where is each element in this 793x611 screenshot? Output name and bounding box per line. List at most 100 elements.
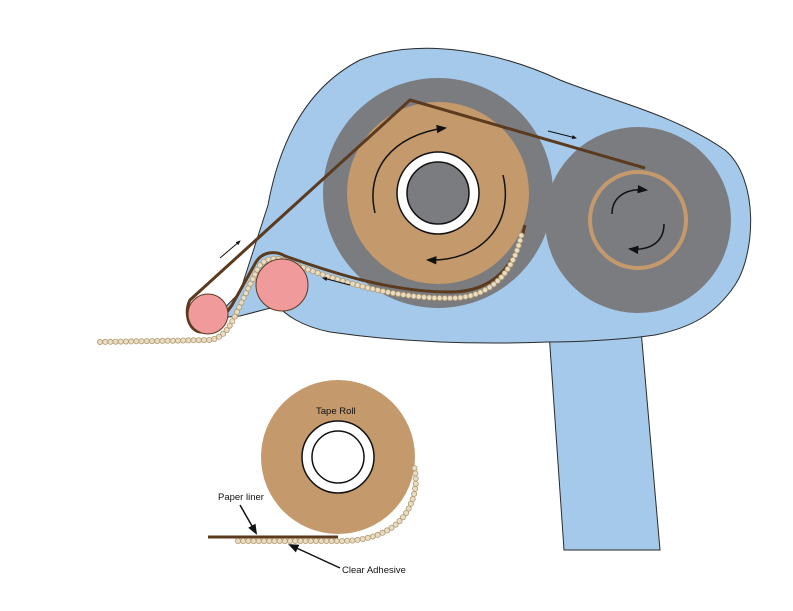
adhesive-bead [318,538,325,545]
adhesive-bead [223,326,230,333]
adhesive-bead [302,538,309,545]
adhesive-bead [462,293,469,300]
adhesive-bead [148,338,155,345]
adhesive-bead [512,252,519,259]
adhesive-bead [249,276,256,283]
adhesive-bead [415,293,422,300]
adhesive-bead [384,527,391,534]
adhesive-bead [180,337,187,344]
adhesive-bead [328,538,335,545]
direction-arrow-up-left [219,240,241,259]
adhesive-bead [344,537,351,544]
adhesive-bead [229,318,236,325]
adhesive-bead [374,531,381,538]
adhesive-bead [515,242,522,249]
adhesive-bead [517,237,524,244]
adhesive-bead [102,338,109,345]
adhesive-bead [211,335,218,342]
adhesive-bead [369,533,376,540]
adhesive-bead [333,538,340,545]
adhesive-bead [405,292,412,299]
adhesive-bead [446,295,453,302]
adhesive-bead [400,291,407,298]
adhesive-bead [467,292,474,299]
adhesive-bead [359,283,366,290]
clear-adhesive-pointer [288,544,341,569]
adhesive-bead [247,280,254,287]
adhesive-bead [396,518,403,525]
adhesive-bead [226,322,233,329]
adhesive-bead [412,480,419,487]
adhesive-bead [319,271,326,278]
adhesive-bead [242,290,249,297]
adhesive-bead [266,538,273,545]
adhesive-bead [494,277,501,284]
adhesive-bead [260,538,267,545]
adhesive-bead [304,266,311,273]
adhesive-bead [220,330,227,337]
adhesive-bead [349,537,356,544]
adhesive-bead [374,287,381,294]
adhesive-bead [364,534,371,541]
adhesive-bead [236,304,243,311]
main-rotation-arrow-top [372,124,448,214]
takeup-core [592,174,684,266]
adhesive-bead [412,475,419,482]
adhesive-bead [354,536,361,543]
adhesive-bead [431,294,438,301]
adhesive-bead [412,485,419,492]
clear-adhesive-beads-bottom [234,465,419,545]
adhesive-bead [498,274,505,281]
paper-liner-pointer [239,504,258,535]
front-roller [187,293,229,335]
adhesive-bead [215,333,222,340]
adhesive-bead [441,295,448,302]
adhesive-bead [501,270,508,277]
clear-adhesive-label: Clear Adhesive [342,565,406,576]
adhesive-bead [271,538,278,545]
adhesive-bead [338,538,345,545]
tape-roll-core-inner [311,430,365,484]
main-rotation-arrow-bottom [425,174,507,265]
paper-liner-label: Paper liner [218,492,264,503]
adhesive-bead [518,232,525,239]
adhesive-bead [411,465,418,472]
adhesive-bead [390,290,397,297]
adhesive-bead [190,337,197,344]
adhesive-bead [286,538,293,545]
adhesive-bead [384,289,391,296]
takeup-rotation-arrow-bottom [627,223,665,255]
adhesive-bead [206,336,213,343]
adhesive-bead [251,271,258,278]
adhesive-bead [292,538,299,545]
adhesive-bead [250,538,257,545]
adhesive-bead [309,268,316,275]
adhesive-bead [504,265,511,272]
adhesive-bead [138,338,145,345]
adhesive-bead [307,538,314,545]
adhesive-bead [97,338,104,345]
adhesive-bead [482,286,489,293]
adhesive-bead [411,490,418,497]
direction-arrow-left [322,277,351,286]
adhesive-bead [154,337,161,344]
adhesive-bead [323,538,330,545]
adhesive-bead [349,280,356,287]
adhesive-bead [164,337,171,344]
adhesive-bead [281,538,288,545]
adhesive-bead [509,256,516,263]
adhesive-bead [254,266,261,273]
adhesive-bead [364,284,371,291]
adhesive-bead [507,261,514,268]
adhesive-bead [297,538,304,545]
adhesive-bead [234,538,241,545]
adhesive-bead [240,538,247,545]
adhesive-bead [395,290,402,297]
adhesive-bead [452,294,459,301]
adhesive-bead [405,505,412,512]
adhesive-bead [255,538,262,545]
adhesive-bead [410,293,417,300]
adhesive-bead [409,495,416,502]
adhesive-bead [314,269,321,276]
adhesive-bead [392,521,399,528]
